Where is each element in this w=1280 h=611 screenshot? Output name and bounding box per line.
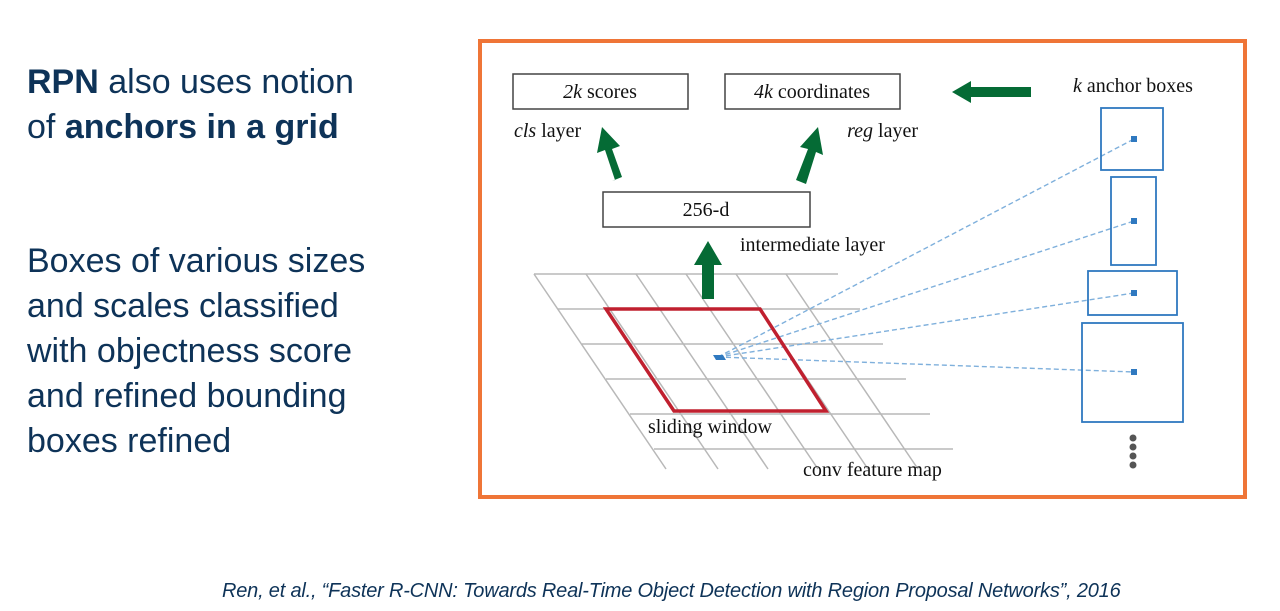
intermediate-box-label: 256-d [683,199,730,221]
anchor-center [1131,218,1137,224]
body-line: and refined bounding [27,377,347,415]
cls-output-label: 2k scores [563,81,637,103]
diagram-frame [478,39,1247,499]
anchor-boxes-title: k anchor boxes [1073,75,1193,97]
anchor-center [1131,290,1137,296]
reg-layer-label: reg layer [847,120,918,142]
heading-bold-rpn: RPN [27,63,99,101]
anchor-center [1131,136,1137,142]
arrow-up-to-cls-icon [597,127,622,181]
intermediate-layer-label: intermediate layer [740,234,885,256]
anchor-box [1110,176,1157,266]
arrow-up-to-reg-icon [796,127,823,184]
heading-text-1: also uses notion [98,63,354,101]
anchor-box [1100,107,1164,171]
arrow-left-icon [952,81,1031,103]
cls-layer-label: cls layer [514,120,582,142]
reg-output-box [724,73,901,110]
intermediate-box [602,191,811,228]
slide-heading: RPN also uses notion of anchors in a gri… [27,60,354,150]
anchor-box [1087,270,1178,316]
rpn-diagram: 2k scores 4k coordinates 256-d cls layer… [512,73,1193,481]
body-line: with objectness score [27,332,353,370]
anchor-center [1131,369,1137,375]
heading-bold-anchors: anchors in a grid [64,108,339,146]
anchor-boxes [1081,107,1184,423]
anchor-box [1081,322,1184,423]
reg-output-label: 4k coordinates [754,81,870,103]
heading-text-2: of [27,108,65,146]
body-line: and scales classified [27,287,339,325]
conv-feature-map-grid [533,273,953,470]
body-line: Boxes of various sizes [27,242,366,280]
arrow-up-from-grid-icon [694,241,722,299]
slide-body: Boxes of various sizes and scales classi… [27,239,427,464]
more-anchors-ellipsis-icon [1129,434,1137,469]
sliding-window [602,307,830,413]
citation: Ren, et al., “Faster R-CNN: Towards Real… [222,580,1121,602]
body-line: boxes refined [27,422,232,460]
cls-output-box [512,73,689,110]
feature-map-label: conv feature map [803,459,942,481]
sliding-window-label: sliding window [648,416,772,438]
sliding-window-center [713,355,726,360]
anchor-projection-lines [717,138,1135,373]
